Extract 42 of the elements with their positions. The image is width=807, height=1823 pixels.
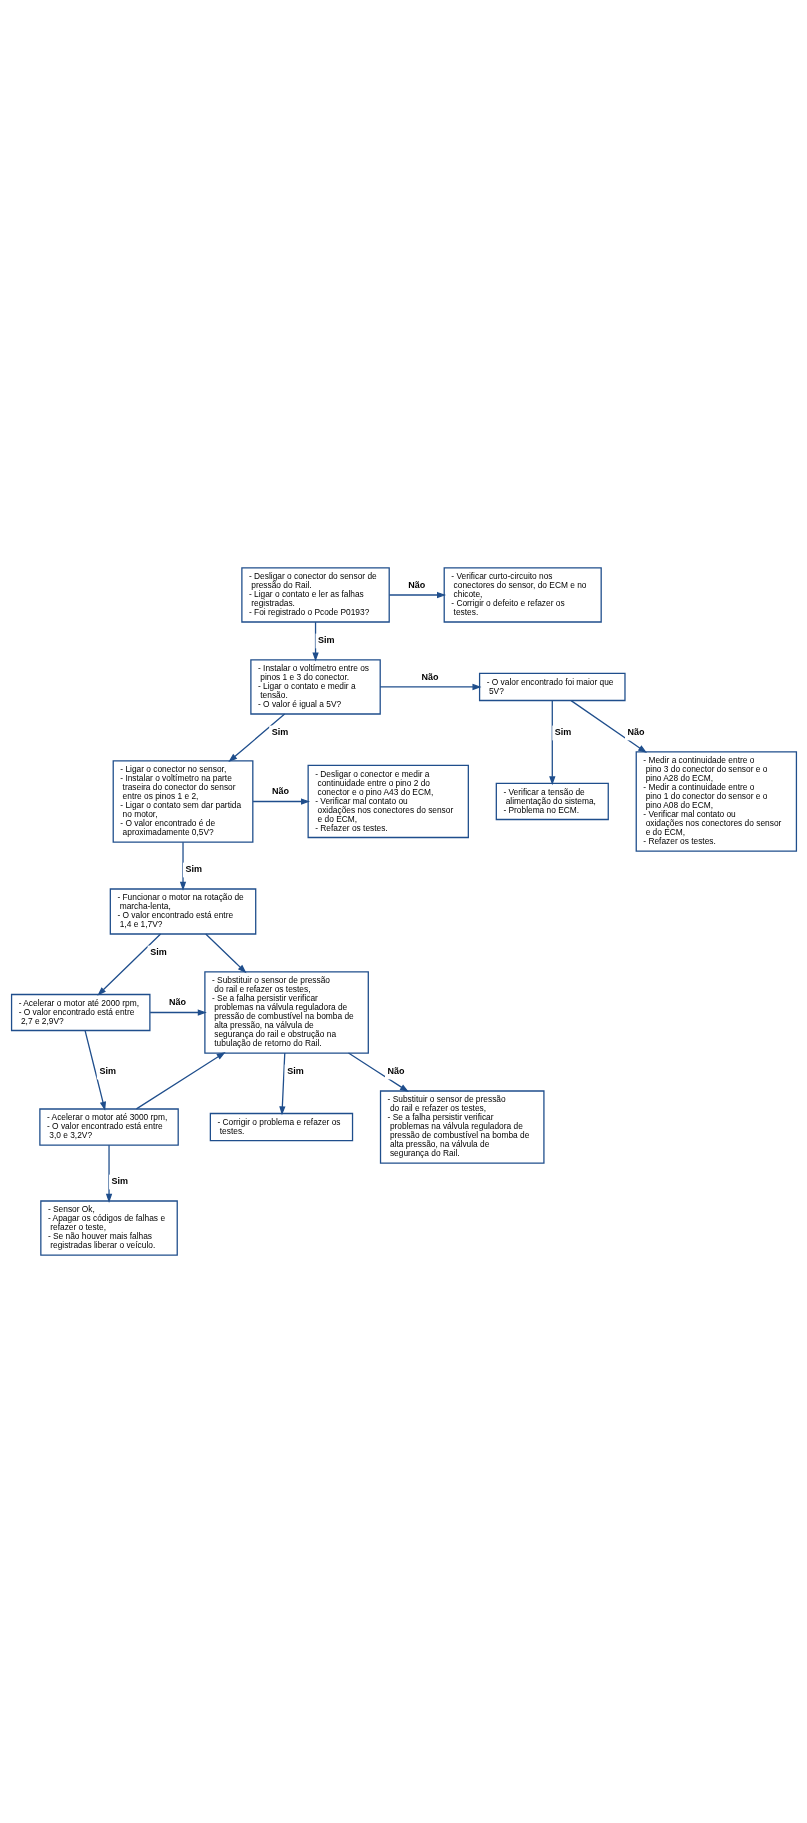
edge-label: Não xyxy=(387,1066,405,1077)
node-box: - Corrigir o problema e refazer os testes. xyxy=(209,1112,353,1142)
node-box: - Verificar curto-circuito nos conectores do sensor, do ECM e no chicote, - Corrigir o defeito e refazer os testes. xyxy=(443,567,602,623)
edge-label: Não xyxy=(627,727,645,738)
node-box: - Verificar a tensão de alimentação do sistema, - Problema no ECM. xyxy=(495,782,609,821)
node-box: - Desligar o conector e medir a continuidade entre o pino 2 do conector e o pino A43 do ECM, - Verificar mal contato ou oxidações nos conectores do sensor e do ECM, - Refazer os testes. xyxy=(307,764,469,839)
arrow xyxy=(149,1009,207,1016)
arrow xyxy=(278,1052,285,1116)
edge-label: Sim xyxy=(554,727,571,738)
edge-label: Sim xyxy=(149,947,167,958)
edge-label: Não xyxy=(407,579,425,590)
edge-label: Sim xyxy=(111,1176,128,1187)
node-box: - Sensor Ok, - Apagar os códigos de falhas e refazer o teste, - Se não houver mais falhas registradas liberar o veículo. xyxy=(39,1200,178,1256)
arrow xyxy=(96,933,161,996)
edge-label: Sim xyxy=(271,727,288,738)
node-box: - Funcionar o motor na rotação de marcha-lenta, - O valor encontrado está entre 1,4 e 1,7V? xyxy=(109,888,256,935)
node-box: - Ligar o conector no sensor, - Instalar o voltímetro na parte traseira do conector do sensor entre os pinos 1 e 2, - Ligar o contato sem dar partida no motor, - O valor encontrado é de aproximadamente 0,5V? xyxy=(112,760,253,843)
arrow xyxy=(204,933,247,974)
edge-label: Não xyxy=(271,786,289,797)
arrow xyxy=(379,683,481,691)
node-box: - O valor encontrado foi maior que 5V? xyxy=(478,672,626,702)
arrow xyxy=(105,1144,112,1203)
edge-label: Sim xyxy=(185,864,202,875)
node-box: - Acelerar o motor até 3000 rpm, - O valor encontrado está entre 3,0 e 3,2V? xyxy=(38,1108,179,1146)
arrow xyxy=(251,798,310,805)
node-box: - Medir a continuidade entre o pino 3 do conector do sensor e o pino A28 do ECM, - Medir a continuidade entre o pino 1 do conector do sensor e o pino A08 do ECM, - Verificar mal contato ou oxidações nos conectores do sensor e do ECM, - Refazer os testes. xyxy=(635,751,797,852)
node-box: - Desligar o conector do sensor de pressão do Rail. - Ligar o contato e ler as falhas registradas. - Foi registrado o Pcode P0193? xyxy=(240,567,390,623)
node-box: - Instalar o voltímetro entre os pinos 1 e 3 do conector. - Ligar o contato e medir a tensão. - O valor é igual a 5V? xyxy=(249,659,381,715)
arrow xyxy=(83,1029,106,1111)
edge-label: Não xyxy=(168,997,186,1008)
arrow xyxy=(311,621,319,662)
node-box: - Substituir o sensor de pressão do rail e refazer os testes, - Se a falha persistir verificar problemas na válvula reguladora de pressão de combustível na bomba de alta pressão, na válvula de segurança do Rail. xyxy=(379,1090,545,1164)
edge-label: Não xyxy=(421,671,439,682)
edge-label: Sim xyxy=(286,1066,304,1077)
edge-label: Sim xyxy=(98,1066,116,1077)
arrow xyxy=(388,591,446,599)
node-box: - Acelerar o motor até 2000 rpm, - O valor encontrado está entre 2,7 e 2,9V? xyxy=(10,993,151,1032)
arrow xyxy=(135,1052,226,1110)
arrow xyxy=(227,713,285,763)
arrow xyxy=(179,841,186,891)
node-box: - Substituir o sensor de pressão do rail e refazer os testes, - Se a falha persistir verificar problemas na válvula reguladora de pressão de combustível na bomba de alta pressão, na válvula de segurança do rail e obstrução na tubulação de retorno do Rail. xyxy=(203,971,369,1054)
edge-label: Sim xyxy=(317,635,335,646)
